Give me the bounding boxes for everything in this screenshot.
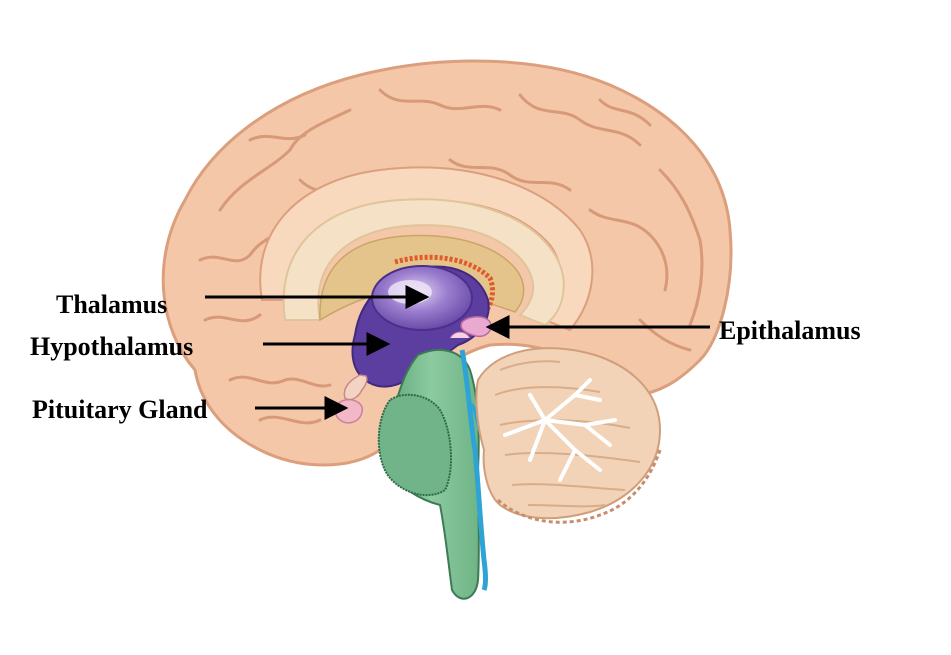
- hypothalamus-label: Hypothalamus: [30, 332, 194, 361]
- corpus-callosum: [282, 198, 565, 327]
- cerebral-aqueduct: [459, 349, 488, 591]
- infundibulum: [343, 374, 368, 401]
- pituitary-structure: [334, 398, 364, 424]
- pons: [377, 393, 453, 497]
- cerebellum-cortex-edge: [496, 449, 662, 524]
- thalamus-label: Thalamus: [56, 290, 168, 319]
- choroid-plexus: [394, 254, 495, 314]
- cerebellum-folia: [494, 360, 641, 508]
- arbor-vitae: [503, 378, 617, 482]
- pituitary-gland-label: Pituitary Gland: [32, 395, 208, 424]
- posterior-commissure: [449, 331, 471, 339]
- thalamus-highlight: [388, 280, 432, 304]
- cerebellum: [475, 347, 662, 520]
- epithalamus-label: Epithalamus: [719, 316, 861, 345]
